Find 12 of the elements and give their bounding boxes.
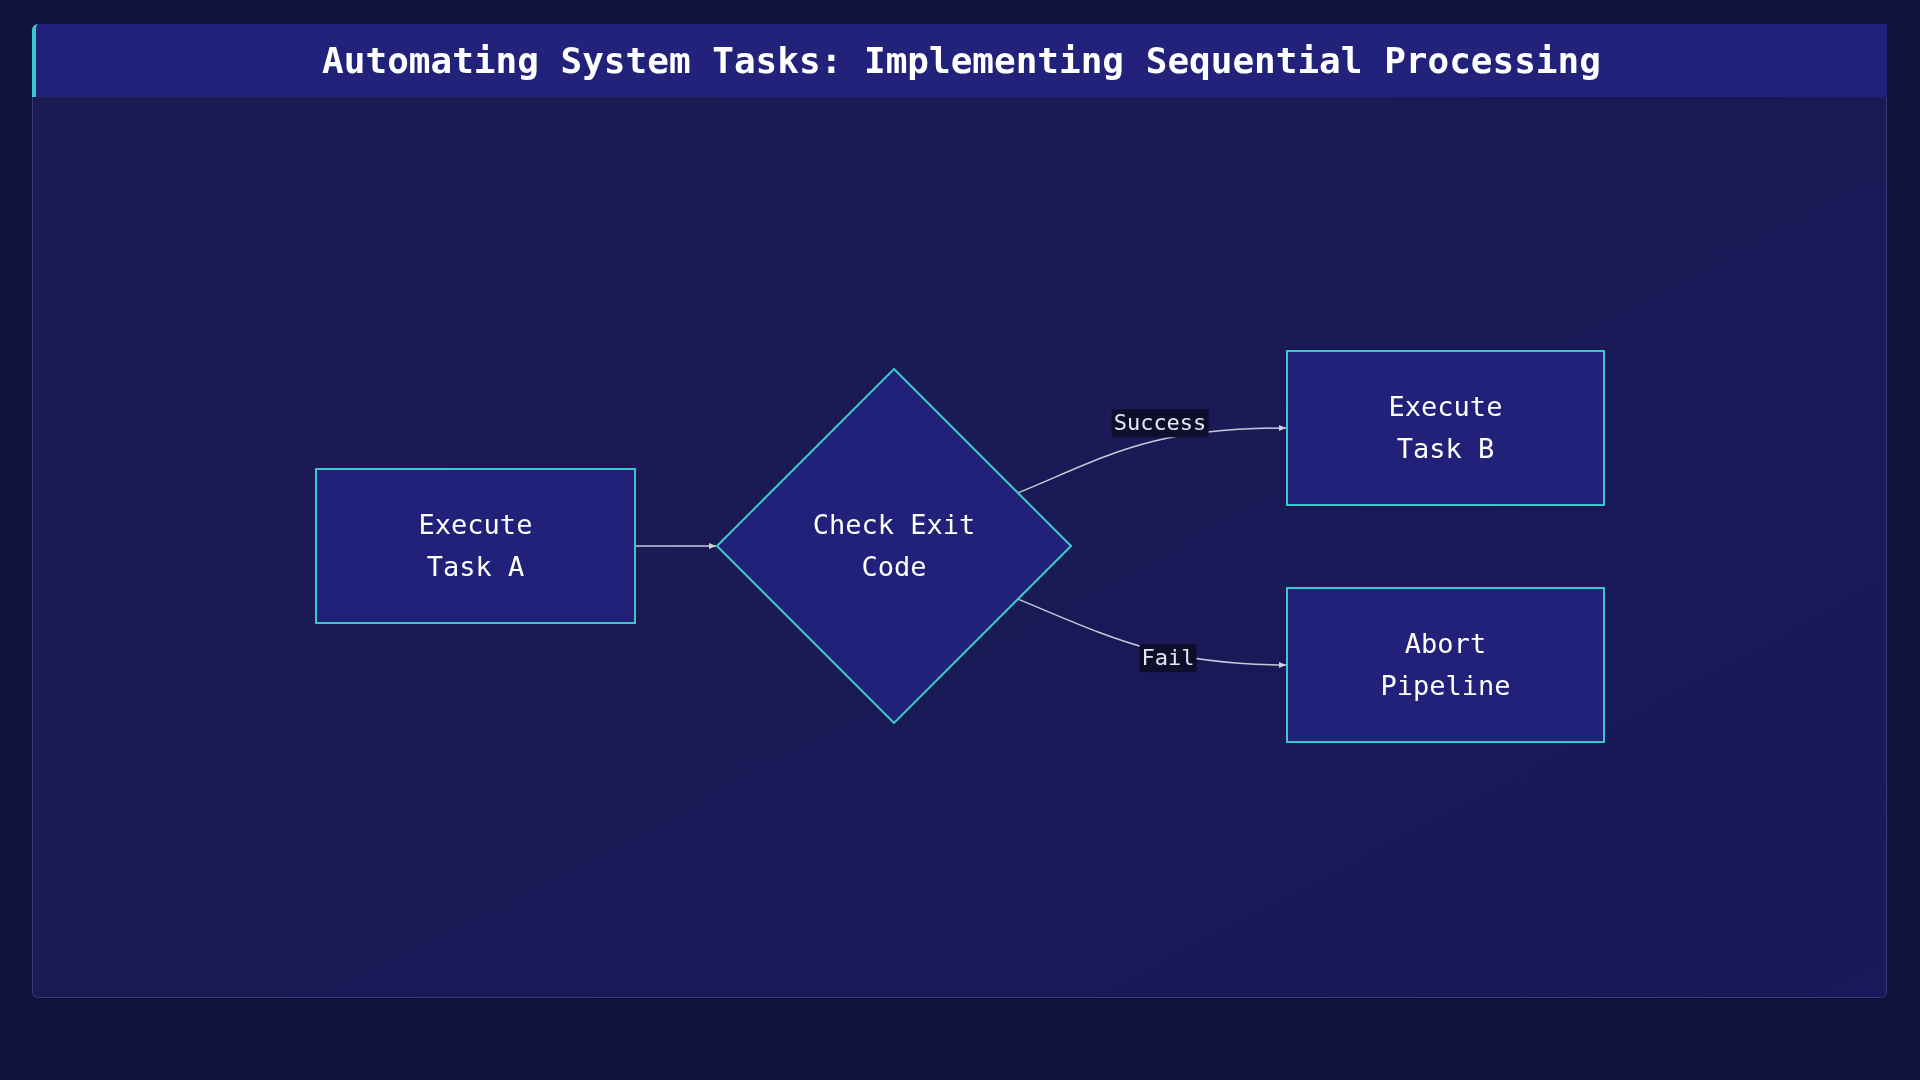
process-box <box>1286 587 1605 743</box>
process-box <box>1286 350 1605 506</box>
process-box <box>315 468 636 624</box>
decision-diamond <box>716 368 1072 724</box>
node-label: Execute Task B <box>1387 390 1504 466</box>
node-label: Abort Pipeline <box>1379 627 1512 703</box>
arrow <box>635 543 717 549</box>
edge-label: Success <box>1111 409 1209 437</box>
node-label: Check Exit Code <box>811 508 977 584</box>
title: Automating System Tasks: Implementing Sequential Processing <box>322 38 1601 83</box>
edge-label: Fail <box>1139 644 1197 672</box>
node-label: Execute Task A <box>417 508 534 584</box>
